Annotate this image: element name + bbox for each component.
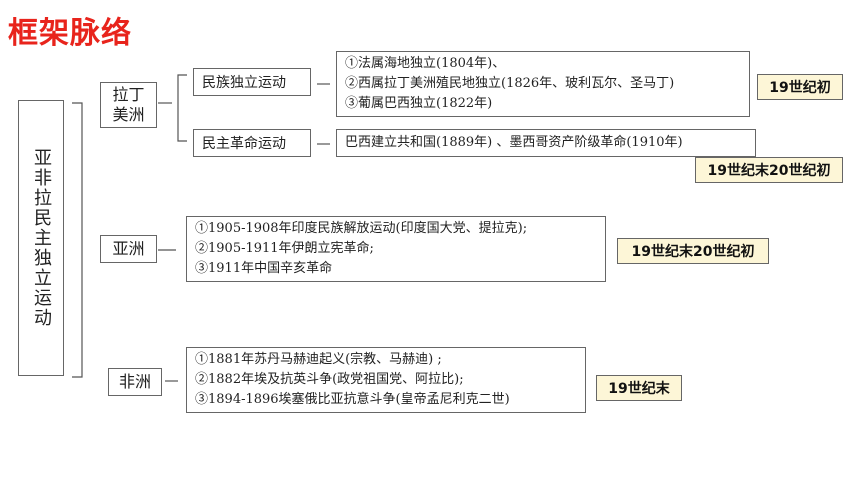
detail-line: ①1905-1908年印度民族解放运动(印度国大党、提拉克); bbox=[195, 221, 528, 236]
region-latin-line1: 拉丁 bbox=[112, 85, 145, 104]
topic-national-independence: 民族独立运动 bbox=[193, 68, 311, 96]
detail-asia: ①1905-1908年印度民族解放运动(印度国大党、提拉克); ②1905-19… bbox=[186, 216, 606, 282]
detail-line: ②1882年埃及抗英斗争(政党祖国党、阿拉比); bbox=[195, 372, 464, 387]
root-label: 亚非拉民主独立运动 bbox=[31, 148, 52, 328]
detail-line: 巴西建立共和国(1889年) 、墨西哥资产阶级革命(1910年) bbox=[345, 135, 683, 150]
detail-line: ①法属海地独立(1804年)、 bbox=[345, 56, 506, 71]
detail-line: ②1905-1911年伊朗立宪革命; bbox=[195, 241, 374, 256]
region-africa: 非洲 bbox=[108, 368, 162, 396]
era-tag-africa: 19世纪末 bbox=[596, 375, 682, 401]
detail-latin-democracy: 巴西建立共和国(1889年) 、墨西哥资产阶级革命(1910年) bbox=[336, 129, 756, 157]
era-tag-early-19c: 19世纪初 bbox=[757, 74, 843, 100]
topic-democratic-revolution: 民主革命运动 bbox=[193, 129, 311, 157]
topic2-label: 民主革命运动 bbox=[202, 136, 286, 152]
root-node: 亚非拉民主独立运动 bbox=[18, 100, 64, 376]
detail-line: ③葡属巴西独立(1822年) bbox=[345, 96, 493, 111]
detail-line: ②西属拉丁美洲殖民地独立(1826年、玻利瓦尔、圣马丁) bbox=[345, 76, 675, 91]
region-asia-label: 亚洲 bbox=[112, 239, 145, 258]
detail-line: ①1881年苏丹马赫迪起义(宗教、马赫迪) ; bbox=[195, 352, 442, 367]
detail-latin-independence: ①法属海地独立(1804年)、 ②西属拉丁美洲殖民地独立(1826年、玻利瓦尔、… bbox=[336, 51, 750, 117]
region-asia: 亚洲 bbox=[100, 235, 157, 263]
era-tag-late-19c-early-20c: 19世纪末20世纪初 bbox=[695, 157, 843, 183]
region-latin-america: 拉丁 美洲 bbox=[100, 82, 157, 128]
topic1-label: 民族独立运动 bbox=[202, 75, 286, 91]
detail-africa: ①1881年苏丹马赫迪起义(宗教、马赫迪) ; ②1882年埃及抗英斗争(政党祖… bbox=[186, 347, 586, 413]
region-africa-label: 非洲 bbox=[118, 372, 151, 391]
region-latin-line2: 美洲 bbox=[112, 105, 145, 124]
era-tag-asia: 19世纪末20世纪初 bbox=[617, 238, 769, 264]
detail-line: ③1894-1896埃塞俄比亚抗意斗争(皇帝孟尼利克二世) bbox=[195, 392, 510, 407]
page-title: 框架脉络 bbox=[8, 16, 132, 51]
detail-line: ③1911年中国辛亥革命 bbox=[195, 261, 333, 276]
